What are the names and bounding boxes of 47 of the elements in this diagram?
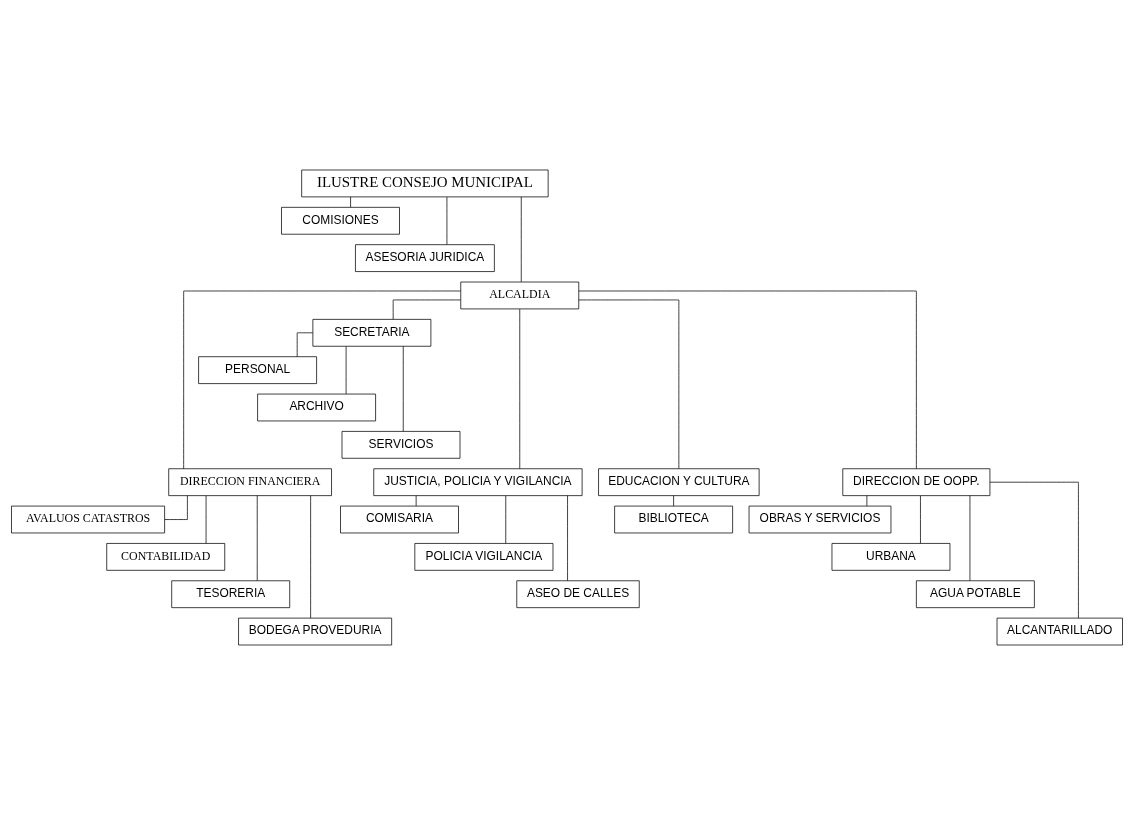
node-box: ARCHIVO <box>257 393 376 421</box>
connector <box>567 494 568 581</box>
connector <box>520 196 522 282</box>
connector <box>989 481 1079 618</box>
node-box: ASEO DE CALLES <box>516 579 640 608</box>
node-box: SECRETARIA <box>312 318 432 347</box>
connector <box>519 308 521 469</box>
node-box: CONTABILIDAD <box>106 542 226 571</box>
node-box: BODEGA PROVEDURIA <box>238 617 393 645</box>
node-box: ALCALDIA <box>460 281 580 309</box>
node-box: AVALUOS CATASTROS <box>11 505 165 533</box>
connector <box>446 196 448 245</box>
connector <box>578 290 917 469</box>
connector <box>578 299 680 469</box>
connector <box>969 494 971 581</box>
node-box: URBANA <box>831 542 951 571</box>
connector <box>256 494 258 581</box>
connector <box>392 299 461 320</box>
node-box: DIRECCION FINANCIERA <box>168 467 332 496</box>
node-box: COMISARIA <box>340 505 459 533</box>
node-box: JUSTICIA, POLICIA Y VIGILANCIA <box>373 467 583 496</box>
node-box: POLICIA VIGILANCIA <box>414 542 554 571</box>
connector <box>310 494 311 618</box>
connector <box>505 495 507 544</box>
node-box: ILUSTRE CONSEJO MUNICIPAL <box>301 169 549 197</box>
connector <box>296 331 314 357</box>
node-box: ASESORIA JURIDICA <box>355 243 495 272</box>
node-box: PERSONAL <box>198 355 317 384</box>
connector <box>164 494 188 520</box>
node-box: SERVICIOS <box>341 430 461 459</box>
node-box: AGUA POTABLE <box>916 579 1035 608</box>
node-box: COMISIONES <box>281 206 400 235</box>
node-box: ALCANTARILLADO <box>996 617 1123 645</box>
connector <box>866 494 868 506</box>
node-box: DIRECCION DE OOPP. <box>842 467 991 496</box>
node-box: EDUCACION Y CULTURA <box>598 467 760 496</box>
connector <box>345 345 347 394</box>
connector <box>402 345 404 432</box>
node-box: OBRAS Y SERVICIOS <box>748 505 892 533</box>
node-box: TESORERIA <box>171 579 291 608</box>
connector <box>673 494 674 506</box>
connector <box>183 290 461 469</box>
connector <box>205 495 207 544</box>
connector <box>920 495 921 544</box>
connector <box>415 494 417 506</box>
connector <box>350 196 351 208</box>
node-box: BIBLIOTECA <box>614 505 733 533</box>
